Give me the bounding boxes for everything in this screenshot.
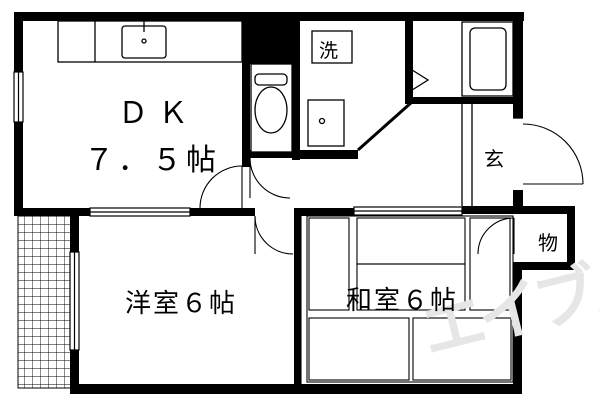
entrance-label: 玄 [484,147,504,171]
japanese-room-label: 和室６帖 [346,286,459,316]
entrance-area [461,104,523,206]
kitchen-counter [57,20,243,63]
tatami-mats [306,215,514,383]
door-swings [199,123,584,255]
storage-label: 物 [538,231,558,255]
balcony [17,213,72,389]
washroom-fixtures [307,30,430,147]
toilet [250,63,293,153]
dk-size-label: ７．５帖 [84,143,220,178]
interior-walls [78,12,514,394]
windows [13,71,463,351]
washroom-label: 洗 [319,40,339,62]
dk-label: ＤＫ [118,96,198,131]
bathtub [461,21,514,97]
western-room-label: 洋室６帖 [125,289,238,319]
